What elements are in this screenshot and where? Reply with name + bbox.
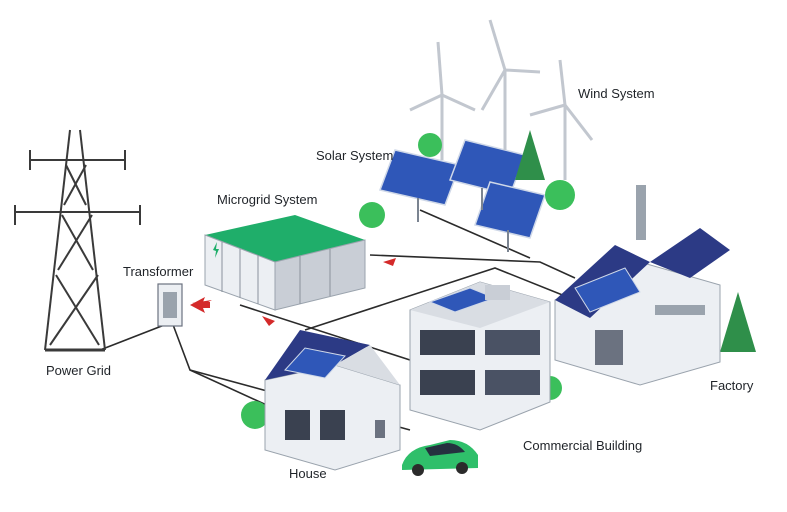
label-microgrid-system: Microgrid System (217, 192, 318, 207)
transformer-icon (157, 283, 183, 327)
label-power-grid: Power Grid (46, 363, 112, 378)
battery-icon (204, 215, 366, 311)
line-microgrid-factory (369, 254, 576, 279)
office-building-icon (409, 281, 551, 431)
label-transformer: Transformer (123, 264, 194, 279)
electric-car-icon (402, 440, 478, 476)
line-grid-transformer (99, 321, 173, 351)
label-solar-system: Solar System (316, 148, 394, 163)
label-wind-system: Wind System (578, 86, 655, 101)
solar-panel-icon (378, 139, 546, 252)
label-factory: Factory (710, 378, 754, 393)
line-microgrid-commercial (239, 304, 411, 361)
flow-arrow-icon (190, 258, 396, 326)
wind-turbine-icon (409, 19, 594, 180)
transmission-tower-icon (14, 129, 141, 352)
label-commercial-building: Commercial Building (523, 438, 643, 453)
factory-icon (554, 185, 730, 386)
house-icon (264, 330, 401, 471)
line-solar-grid (419, 209, 531, 259)
label-house: House (289, 466, 327, 481)
line-commercial-factory-a (304, 267, 576, 331)
